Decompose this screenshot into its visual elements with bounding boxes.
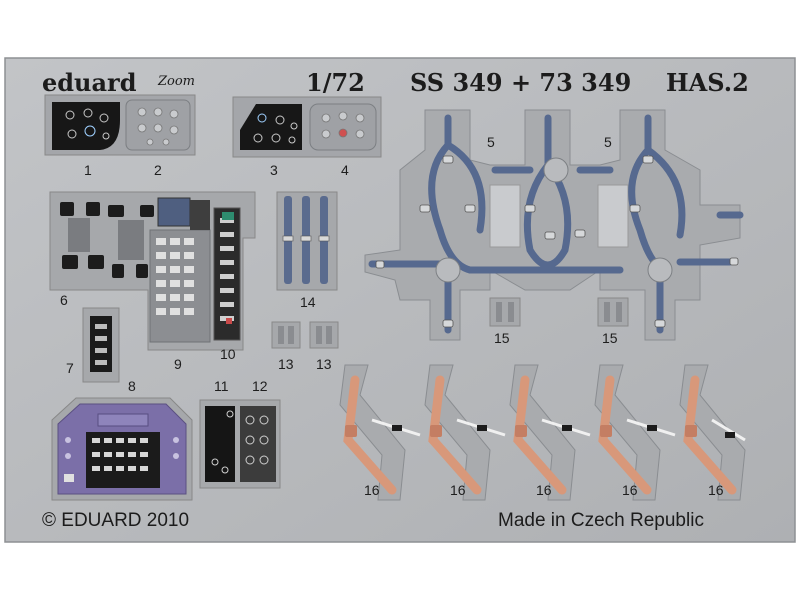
zoom-logo: Zoom — [158, 74, 196, 89]
part-number-9: 9 — [174, 356, 182, 372]
part-8-console — [51, 397, 193, 501]
copyright-text: © EDUARD 2010 — [42, 510, 190, 531]
part-number-4: 4 — [341, 162, 349, 178]
part-13-buckles — [271, 321, 339, 349]
part-7-panel — [82, 307, 120, 383]
part-number-6: 6 — [60, 292, 68, 308]
origin-text: Made in Czech Republic — [498, 510, 704, 531]
part-6-9-10-group — [49, 191, 256, 351]
part-16-straps — [339, 364, 746, 501]
part-5-harness — [364, 109, 744, 341]
part-3-panel — [240, 104, 302, 150]
part-number-16a: 16 — [364, 482, 380, 498]
part-number-16c: 16 — [536, 482, 552, 498]
part-number-16d: 16 — [622, 482, 638, 498]
part-number-5a: 5 — [487, 134, 495, 150]
part-number-2: 2 — [154, 162, 162, 178]
model-label: HAS.2 — [666, 68, 749, 97]
part-15-buckles — [489, 297, 629, 327]
part-number-10: 10 — [220, 346, 236, 362]
part-number-15b: 15 — [602, 330, 618, 346]
part-number-13b: 13 — [316, 356, 332, 372]
part-2-dials — [137, 107, 179, 146]
scale-label: 1/72 — [306, 68, 365, 97]
part-number-7: 7 — [66, 360, 74, 376]
part-4-panel — [309, 103, 377, 151]
part-number-16e: 16 — [708, 482, 724, 498]
part-3-dials — [253, 113, 298, 144]
part-14-straps — [276, 191, 338, 291]
part-11-12-panels — [199, 399, 281, 489]
part-number-16b: 16 — [450, 482, 466, 498]
part-number-13a: 13 — [278, 356, 294, 372]
part-number-3: 3 — [270, 162, 278, 178]
part-number-1: 1 — [84, 162, 92, 178]
part-number-5b: 5 — [604, 134, 612, 150]
part-1-dials — [65, 108, 110, 140]
brand-name: eduard — [42, 68, 137, 97]
part-number-11: 11 — [214, 378, 229, 394]
part-number-14: 14 — [300, 294, 316, 310]
part-4-dials — [321, 111, 365, 139]
part-number-12: 12 — [252, 378, 268, 394]
set-code: SS 349 + 73 349 — [410, 68, 632, 97]
part-number-8: 8 — [128, 378, 136, 394]
part-number-15a: 15 — [494, 330, 510, 346]
